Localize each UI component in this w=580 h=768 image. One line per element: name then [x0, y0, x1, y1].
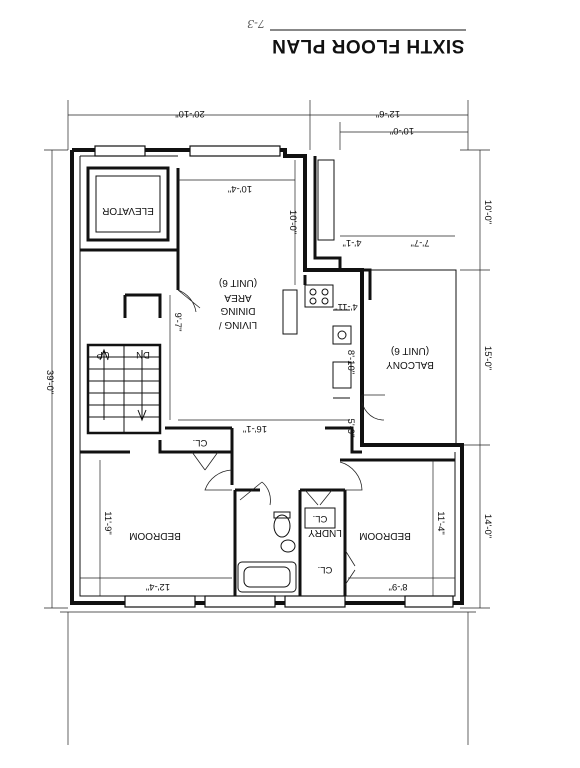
dim-overall-right: 12'-6" [376, 108, 400, 119]
dim-overall-depth: 39'-0" [44, 370, 55, 394]
bedroom-left-label: BEDROOM [129, 530, 181, 541]
elevator-shaft [86, 166, 170, 242]
dim-kitchen-c: 8'-10" [345, 350, 356, 374]
dim-bed-right-depth: 11'-4" [435, 511, 446, 535]
corridor-wall [80, 293, 232, 454]
dim-living-width: 10'-4" [228, 183, 252, 194]
dim-right-bottom: 14'-0" [482, 514, 493, 538]
dim-right-mid: 15'-0" [482, 346, 493, 370]
kitchen-island [282, 289, 298, 335]
stair-up-label: UP [96, 349, 109, 360]
laundry-label: LNDRY [308, 527, 342, 538]
bedroom-right-label: BEDROOM [359, 530, 411, 541]
hall-closet-wall [165, 426, 455, 596]
balcony-door[interactable] [361, 394, 385, 421]
dim-kitchen-b: 4'-11" [334, 301, 358, 312]
site-lines [60, 611, 476, 745]
kitchen-fridge [332, 361, 352, 389]
laundry-door[interactable] [304, 489, 333, 506]
right-dimension-line [460, 149, 490, 609]
dim-bed-left-width: 12'-4" [146, 581, 170, 592]
bedroom-left-door[interactable] [204, 469, 233, 491]
closet-mid-label: CL. [193, 437, 208, 448]
balcony-label-1: BALCONY [386, 359, 434, 370]
dim-overall-left: 20'-10" [175, 108, 204, 119]
dim-hall-width: 16'-1" [243, 423, 267, 434]
bath-tub [237, 561, 297, 593]
kitchen-sink [332, 325, 352, 345]
kitchen-range [304, 284, 334, 308]
kitchen-counter-top [317, 159, 335, 241]
unit-entry-door[interactable] [177, 289, 201, 313]
page-note: 7-3 [247, 17, 265, 30]
stair-down-label: DN [136, 349, 150, 360]
left-dimension-line [44, 149, 68, 609]
dim-bed-right-width: 8'-9" [389, 581, 408, 592]
dim-kitchen-a: 4'-1" [343, 237, 362, 248]
dim-living-depth: 10'-0" [287, 210, 298, 234]
closet-right-door[interactable] [344, 549, 356, 586]
bedroom-right-door[interactable] [339, 461, 363, 491]
windows [94, 145, 454, 608]
dim-living-side: 9'-7" [172, 313, 183, 332]
living-label-2: DINING [220, 305, 255, 316]
laundry-box [304, 507, 336, 529]
closet-right-label: CL. [318, 564, 333, 575]
page-title: SIXTH FLOOR PLAN [272, 35, 465, 56]
living-label-4: (UNIT 6) [219, 277, 257, 288]
dim-bed-left-depth: 11'-9" [102, 511, 113, 535]
exterior-wall-inner-line [79, 155, 456, 597]
living-label-1: LIVING / [219, 319, 258, 330]
bath-door[interactable] [239, 481, 271, 506]
dim-balcony-top: 7'-7" [411, 237, 430, 248]
bath-sink [280, 539, 296, 553]
toilet [273, 514, 291, 538]
dim-balcony-width: 10'-0" [390, 125, 414, 136]
elevator-label: ELEVATOR [102, 205, 154, 216]
stair [86, 343, 162, 435]
balcony-label-2: (UNIT 6) [391, 345, 429, 356]
dim-right-top: 10'-0" [482, 200, 493, 224]
elevator-car [95, 175, 161, 233]
laundry-closet-label: CL. [313, 513, 328, 524]
living-label-3: AREA [224, 292, 252, 303]
kitchen-wall [303, 156, 372, 300]
balcony-outline [361, 269, 457, 446]
closet-mid-door[interactable] [191, 451, 219, 471]
top-dimension-lines [67, 100, 469, 150]
lobby-wall [80, 168, 180, 290]
